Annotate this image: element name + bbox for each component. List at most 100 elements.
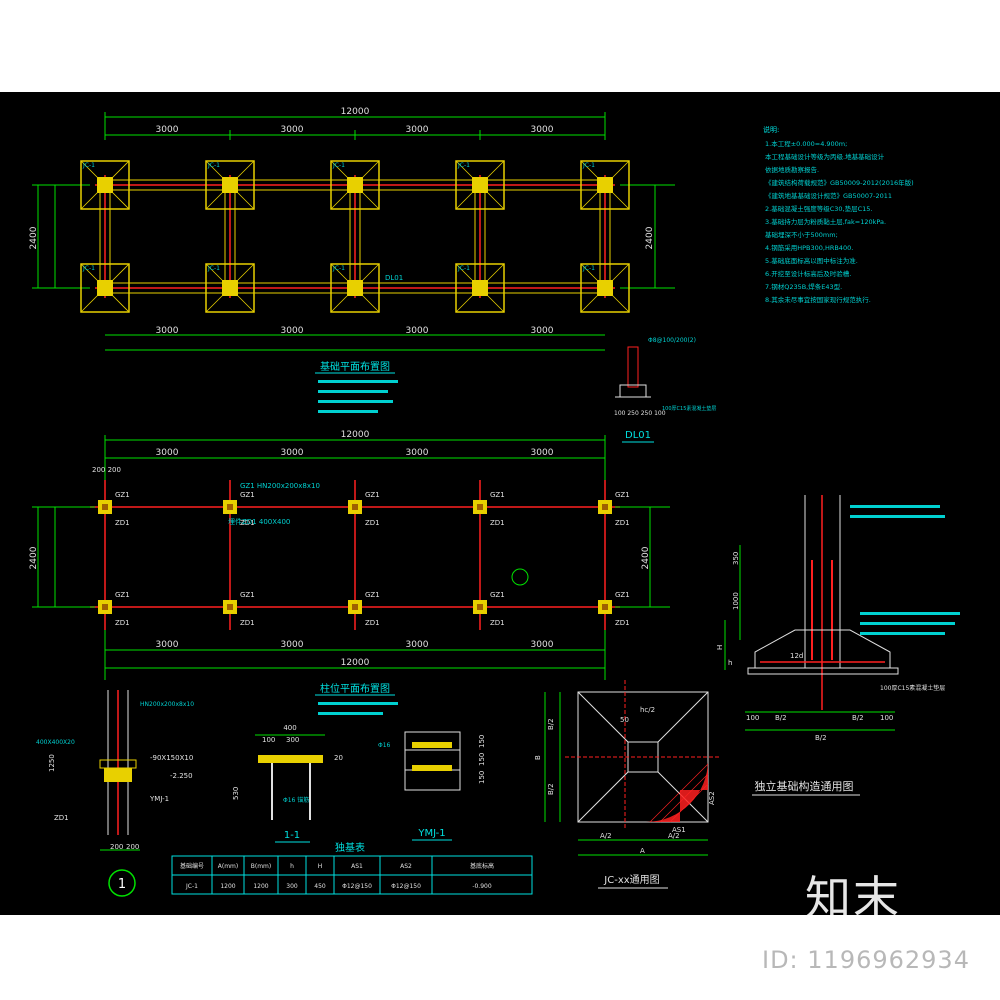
th-0: 基础编号 — [180, 862, 204, 870]
mid-span-3: 3000 — [406, 448, 429, 458]
footing-pad: JC-1 — [80, 263, 130, 313]
sec-350: 350 — [732, 552, 740, 565]
mid-total-dim: 12000 — [341, 430, 370, 440]
dl01-detail: Φ8@100/200(2) 100 250 250 100 100厚C15素混凝… — [614, 337, 716, 443]
top-bot-span-4: 3000 — [531, 326, 554, 336]
mid-span-1: 3000 — [156, 448, 179, 458]
top-span-4: 3000 — [531, 125, 554, 135]
note-line: 《建筑结构荷载规范》GB50009-2012(2016年版) — [765, 178, 914, 187]
column-plan-title: 柱位平面布置图 — [320, 682, 390, 695]
base-tag: ZD1 — [115, 519, 130, 527]
jc-general-detail: B/2 B/2 A/2 A/2 B A 50 hc/2 AS1 AS2 JC-x… — [534, 680, 720, 889]
ymj-note: Φ16 — [378, 742, 391, 749]
footing-tag: JC-1 — [207, 162, 220, 169]
foundation-plan: 12000 3000 3000 3000 3000 2400 2400 — [29, 107, 675, 413]
s11-note: Φ16 锚筋 — [283, 796, 309, 804]
footing-tag: JC-1 — [332, 265, 345, 272]
dl01-label-a: Φ8@100/200(2) — [648, 337, 696, 344]
footing-tag: JC-1 — [207, 265, 220, 272]
jc-b2-a: B/2 — [547, 718, 555, 730]
sec-1000: 1000 — [732, 592, 740, 610]
td-0: JC-1 — [185, 883, 198, 890]
top-right-dim: 2400 — [645, 226, 655, 249]
col-dim-1: 200 — [110, 843, 123, 851]
jc-a2-b: A/2 — [668, 832, 680, 840]
mid-bot-span-1: 3000 — [156, 640, 179, 650]
dl01-title: DL01 — [625, 430, 651, 441]
td-6: Φ12@150 — [391, 883, 421, 890]
base-tag: ZD1 — [365, 519, 380, 527]
section-1-1: 400 100 300 20 530 Φ16 锚筋 1-1 — [232, 724, 343, 843]
col-d5: 1250 — [48, 754, 56, 772]
top-bot-span-1: 3000 — [156, 326, 179, 336]
jc-hc2: hc/2 — [640, 706, 655, 714]
s11-h: 530 — [232, 787, 240, 800]
sec-h-small: h — [728, 659, 732, 667]
top-span-2: 3000 — [281, 125, 304, 135]
sec-pad: 100厚C15素混凝土垫层 — [880, 684, 945, 692]
col-d1: 400X400X20 — [36, 739, 75, 746]
mid-pitch: 200 200 — [92, 466, 121, 474]
beam-tag: DL01 — [385, 274, 403, 282]
mid-span-4: 3000 — [531, 448, 554, 458]
mid-bot-span-2: 3000 — [281, 640, 304, 650]
footing-pad: JC-1 — [580, 263, 630, 313]
base-tag: ZD1 — [490, 619, 505, 627]
base-tag: ZD1 — [490, 519, 505, 527]
column-tag: GZ1 — [240, 491, 255, 499]
column-plan: 12000 3000 3000 3000 3000 200 200 GZ1ZD1… — [29, 430, 670, 715]
notes-title: 说明: — [763, 125, 779, 134]
s11-part-1: 100 — [262, 736, 275, 744]
s11-part-2: 300 — [286, 736, 299, 744]
mid-bot-span-4: 3000 — [531, 640, 554, 650]
mid-span-2: 3000 — [281, 448, 304, 458]
footing-pad: JC-1 — [80, 160, 130, 210]
footing-pad: JC-1 — [455, 160, 505, 210]
footing-pad: JC-1 — [580, 160, 630, 210]
sec-b2-c: B/2 — [815, 734, 827, 742]
footing-section-detail: B/2 B/2 B/2 100 100 1000 350 H h 12d 100… — [716, 495, 960, 796]
sec-b2-a: B/2 — [775, 714, 787, 722]
column-tag: GZ1 — [365, 491, 380, 499]
base-tag: ZD1 — [240, 519, 255, 527]
column-tag: GZ1 — [615, 491, 630, 499]
base-tag: ZD1 — [615, 619, 630, 627]
column-tag: GZ1 — [115, 591, 130, 599]
td-7: -0.900 — [472, 883, 492, 890]
note-line: 基础埋深不小于500mm; — [765, 230, 838, 239]
table-caption: 独基表 — [335, 841, 365, 854]
top-total-dim: 12000 — [341, 107, 370, 117]
note-line: 8.其余未尽事宜按国家现行规范执行. — [765, 295, 871, 304]
sec-h-cap: H — [716, 645, 724, 650]
image-id: ID: 1196962934 — [762, 946, 970, 974]
ymj-dim-3: 150 — [478, 771, 486, 784]
jc-title: JC-xx通用图 — [603, 874, 659, 886]
note-line: 1.本工程±0.000=4.900m; — [765, 139, 847, 148]
column-tag: GZ1 — [490, 491, 505, 499]
td-4: 450 — [314, 883, 326, 890]
footing-tag: JC-1 — [582, 162, 595, 169]
footing-pad: JC-1 — [330, 263, 380, 313]
note-line: 依据地质勘察报告. — [765, 165, 819, 174]
base-tag: ZD1 — [615, 519, 630, 527]
note-line: 本工程基础设计等级为丙级.地基基础设计 — [765, 152, 885, 161]
jc-a2-a: A/2 — [600, 832, 612, 840]
td-3: 300 — [286, 883, 298, 890]
column-base-detail: 400X400X20 HN200x200x8x10 -90X150X10 -2.… — [36, 690, 194, 897]
col-d2: HN200x200x8x10 — [140, 701, 194, 708]
top-span-1: 3000 — [156, 125, 179, 135]
col-d7: ZD1 — [54, 814, 69, 822]
top-span-3: 3000 — [406, 125, 429, 135]
brand-logo-text: 知末 — [805, 871, 901, 925]
sec-100-b: 100 — [880, 714, 893, 722]
note-line: 6.开挖至设计标高后及时验槽. — [765, 269, 851, 278]
zd-note: 埋件ZD1 400X400 — [228, 517, 290, 526]
th-6: AS2 — [400, 863, 412, 870]
ymj-dim-1: 150 — [478, 735, 486, 748]
column-tag: GZ1 — [115, 491, 130, 499]
